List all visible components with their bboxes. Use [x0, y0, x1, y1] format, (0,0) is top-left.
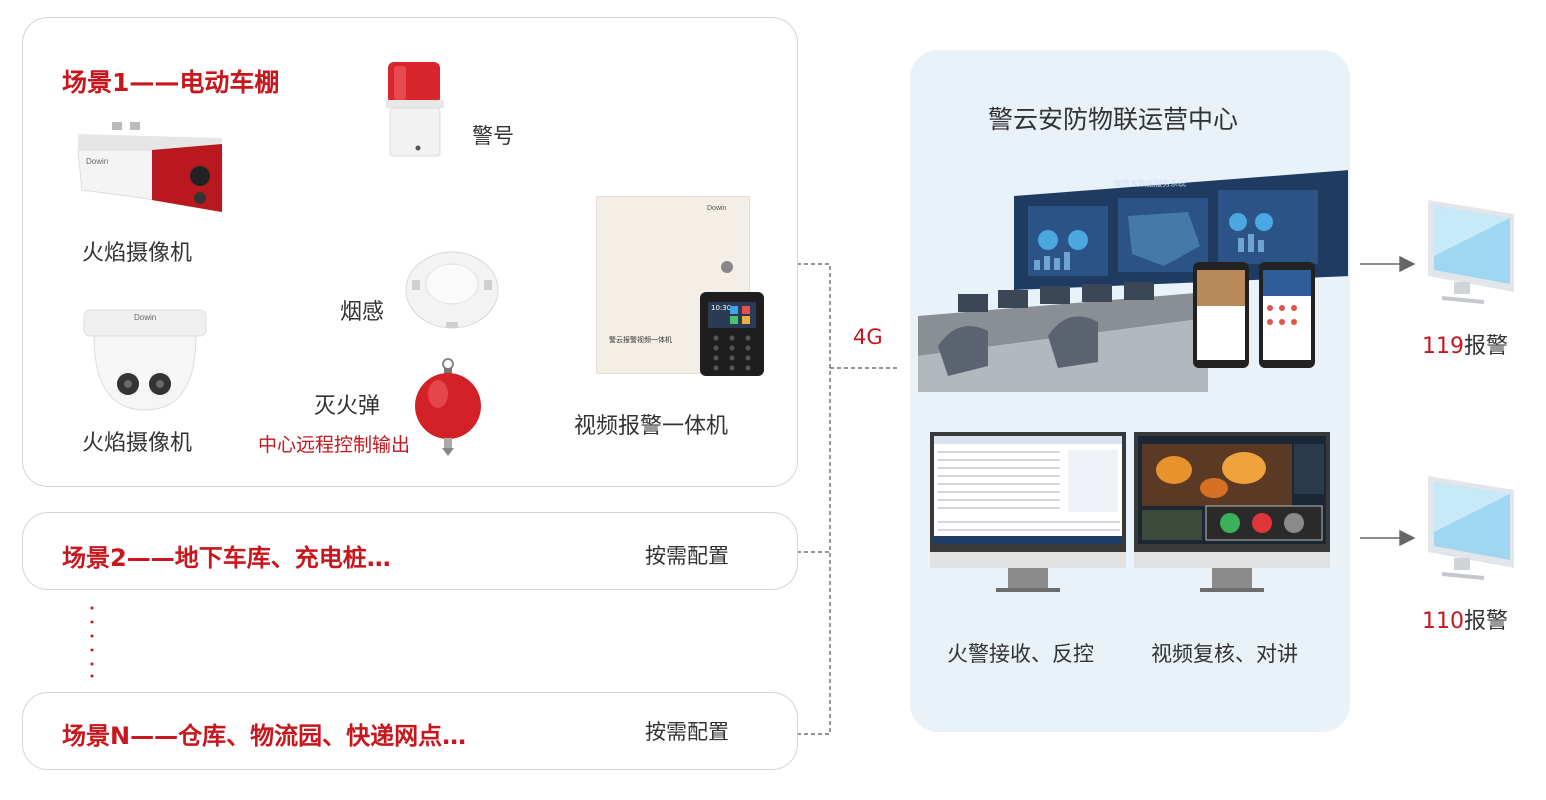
sceneN-title: 场景N——仓库、物流园、快递网点…	[62, 722, 467, 750]
siren-label: 警号	[472, 124, 514, 148]
host-label: 视频报警一体机	[574, 414, 729, 439]
dome-camera-icon: Dowin	[83, 309, 207, 411]
alarm-110-text: 报警	[1464, 609, 1509, 634]
alarm-119-number: 119	[1422, 334, 1464, 359]
link-4g: 4G	[853, 325, 883, 349]
alarm-119-text: 报警	[1464, 334, 1509, 359]
camera-brand-dome: Dowin	[134, 313, 156, 322]
lock-icon	[721, 261, 733, 273]
alarm-110-monitor	[1428, 476, 1514, 580]
alarm-119-label: 119报警	[1422, 328, 1508, 360]
scene2-card	[22, 512, 798, 590]
ellipsis-dots	[90, 606, 94, 678]
extinguisher-note: 中心远程控制输出	[258, 434, 411, 456]
video-review-monitor	[1134, 432, 1330, 592]
fire-alarm-monitor	[930, 432, 1126, 592]
right-caption: 视频复核、对讲	[1151, 642, 1298, 666]
keypad-screen: 10:30	[708, 302, 756, 328]
keypad-time: 10:30	[711, 304, 732, 312]
camera-bullet-label: 火焰摄像机	[82, 241, 193, 266]
left-caption: 火警接收、反控	[947, 642, 1094, 666]
smoke-label: 烟感	[340, 300, 385, 325]
smoke-detector-icon	[405, 251, 499, 329]
alarm-110-label: 110报警	[1422, 603, 1508, 635]
control-room-image: 安防大数据服务系统	[918, 166, 1348, 392]
sceneN-config: 按需配置	[645, 720, 729, 744]
bullet-camera-icon: Dowin	[77, 122, 223, 213]
alarm-119-monitor	[1428, 200, 1514, 304]
keypad-buttons	[713, 335, 751, 371]
extinguisher-label: 灭火弹	[314, 394, 381, 419]
camera-dome-label: 火焰摄像机	[82, 431, 193, 456]
host-panel-label: 警云报警视频一体机	[609, 336, 672, 344]
scene2-config: 按需配置	[645, 544, 729, 568]
scene2-title: 场景2——地下车库、充电桩…	[62, 544, 391, 572]
alarm-110-number: 110	[1422, 609, 1464, 634]
scene1-title: 场景1——电动车棚	[62, 68, 280, 97]
keypad: 10:30	[700, 292, 764, 376]
camera-brand: Dowin	[86, 157, 108, 166]
center-title: 警云安防物联运营中心	[988, 105, 1239, 134]
sceneN-card	[22, 692, 798, 770]
siren-icon	[386, 62, 444, 157]
extinguisher-ball-icon	[415, 358, 481, 456]
host-brand: Dowin	[707, 205, 727, 212]
wall-title: 安防大数据服务系统	[1114, 178, 1186, 188]
